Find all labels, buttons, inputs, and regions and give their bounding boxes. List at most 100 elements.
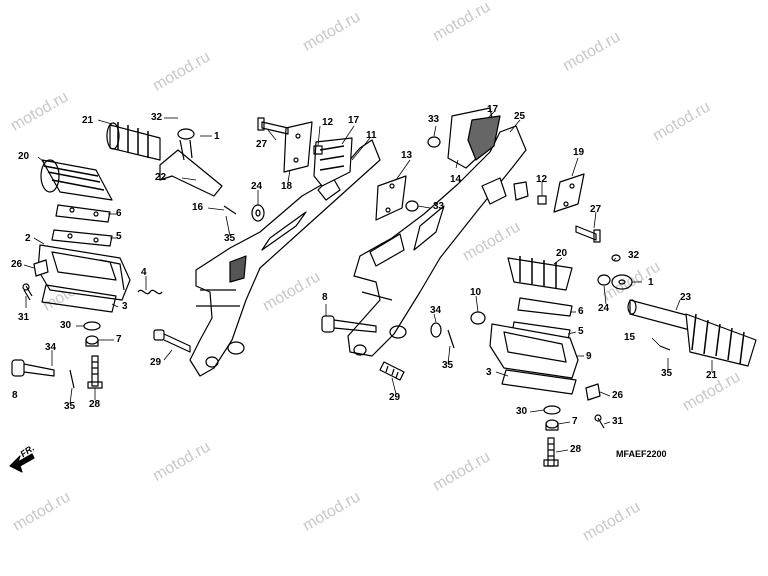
- spring-left: [137, 289, 163, 295]
- callout-21: 21: [706, 370, 718, 381]
- collar-12-right: [537, 195, 547, 205]
- peg-rubber-upper-left: [106, 122, 161, 161]
- clip-35-left: [69, 369, 75, 389]
- cap-26-right: [585, 383, 601, 401]
- step-holder-left: [189, 139, 381, 377]
- washer-24-left: [251, 204, 265, 222]
- washer-24-right: [597, 274, 611, 286]
- nut-10: [470, 311, 486, 325]
- callout-9: 9: [586, 351, 592, 362]
- bolt-27-left: [257, 117, 289, 135]
- front-arrow: [9, 453, 35, 473]
- callout-27: 27: [256, 139, 268, 150]
- bolt-32-right: [611, 254, 621, 262]
- pin-8-right: [321, 315, 377, 333]
- callout-34: 34: [430, 305, 442, 316]
- callout-17: 17: [348, 115, 360, 126]
- callout-26: 26: [11, 259, 23, 270]
- clip-15: [659, 345, 671, 351]
- pivot-1-right: [611, 274, 633, 290]
- nut-33-top: [427, 136, 441, 148]
- arm-25: [481, 177, 529, 205]
- callout-26: 26: [612, 390, 624, 401]
- washer-34-right: [430, 322, 442, 338]
- callout-6: 6: [116, 208, 122, 219]
- plate-3-right: [501, 369, 577, 395]
- nut-33-right: [405, 200, 419, 212]
- callout-3: 3: [122, 301, 128, 312]
- bolt-28-right: [543, 437, 559, 467]
- callout-3: 3: [486, 367, 492, 378]
- leader-lines: [23, 111, 713, 453]
- callout-24: 24: [251, 181, 263, 192]
- callout-2: 2: [25, 233, 31, 244]
- callout-20: 20: [556, 248, 568, 259]
- callout-30: 30: [60, 320, 72, 331]
- callout-22: 22: [155, 172, 167, 183]
- callout-6: 6: [578, 306, 584, 317]
- bolt-28-left: [87, 355, 103, 389]
- plate-3-left: [41, 284, 117, 313]
- callout-35: 35: [224, 233, 236, 244]
- callout-34: 34: [45, 342, 57, 353]
- callout-27: 27: [590, 204, 602, 215]
- footpeg-rubber-right: [507, 256, 573, 291]
- clip-35-right: [447, 329, 455, 349]
- peg-rubber-right: [685, 313, 757, 367]
- bolt-31-right: [594, 414, 605, 429]
- callout-17: 17: [487, 104, 499, 115]
- callout-10: 10: [470, 287, 482, 298]
- callout-14: 14: [450, 174, 462, 185]
- callout-12: 12: [322, 117, 334, 128]
- callout-33: 33: [433, 201, 445, 212]
- callout-7: 7: [116, 334, 122, 345]
- callout-25: 25: [514, 111, 526, 122]
- peg-arm-22: [159, 128, 223, 197]
- callout-35: 35: [661, 368, 673, 379]
- callout-13: 13: [401, 150, 413, 161]
- bolt-27-right: [575, 225, 601, 243]
- footpeg-bracket-right: [489, 323, 579, 379]
- washer-nut-right: [543, 405, 561, 431]
- callout-28: 28: [570, 444, 582, 455]
- clip-16: [223, 205, 237, 215]
- callout-35: 35: [64, 401, 76, 412]
- callout-5: 5: [578, 326, 584, 337]
- bolt-31-left: [22, 283, 33, 301]
- washer-nut-left: [83, 321, 101, 347]
- callout-32: 32: [151, 112, 163, 123]
- bolt-29-left: [153, 329, 191, 353]
- plate-19: [553, 173, 585, 213]
- callout-23: 23: [680, 292, 692, 303]
- footpeg-bracket-left: [37, 244, 131, 301]
- callout-19: 19: [573, 147, 585, 158]
- callout-4: 4: [141, 267, 147, 278]
- callout-5: 5: [116, 231, 122, 242]
- callout-12: 12: [536, 174, 548, 185]
- callout-1: 1: [648, 277, 654, 288]
- callout-35: 35: [442, 360, 454, 371]
- callout-33: 33: [428, 114, 440, 125]
- drawing-code: MFAEF2200: [616, 449, 667, 459]
- callout-8: 8: [322, 292, 328, 303]
- peg-arm-23: [627, 299, 691, 331]
- callout-7: 7: [572, 416, 578, 427]
- pin-8-left: [11, 359, 55, 377]
- callout-31: 31: [18, 312, 30, 323]
- plates-left: [51, 204, 113, 247]
- callout-30: 30: [516, 406, 528, 417]
- callout-18: 18: [281, 181, 293, 192]
- plate-18: [283, 121, 313, 173]
- callout-24: 24: [598, 303, 610, 314]
- callout-29: 29: [150, 357, 162, 368]
- bolt-29-right: [379, 361, 405, 381]
- callout-15: 15: [624, 332, 636, 343]
- callout-20: 20: [18, 151, 30, 162]
- callout-21: 21: [82, 115, 94, 126]
- callout-32: 32: [628, 250, 640, 261]
- callout-8: 8: [12, 390, 18, 401]
- cap-26-left: [33, 259, 49, 277]
- plate-13: [375, 175, 407, 221]
